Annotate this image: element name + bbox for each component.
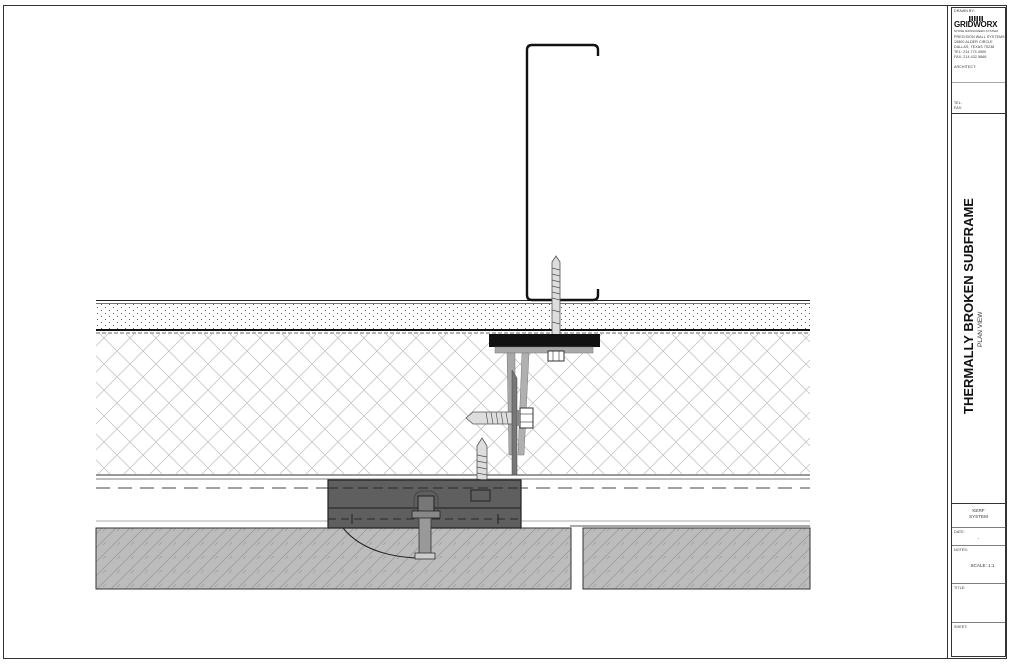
sheet-title-wrap: THERMALLY BROKEN SUBFRAME [961,198,976,414]
sheet-title: THERMALLY BROKEN SUBFRAME [961,198,976,414]
address-line-4: TEL: 214.774.4900 [954,50,987,54]
address-line-1: PRECISION WALL SYSTEMS [954,35,1005,39]
title-label: TITLE: [954,586,966,590]
address-line-2: 10800 ALDER CIRCLE [954,40,993,44]
date-label: DATE: [954,530,965,534]
sheet-subtitle-wrap: PLAN VIEW [977,312,984,347]
sheet-border [3,5,1007,659]
kerf-clip [342,490,441,560]
sheathing-layer [96,300,810,334]
title-block: DRAWN BY: GRIDWORX STONE RAINSCREEN SYST… [951,7,1006,658]
stone-panel-right [582,527,811,590]
architect-label: ARCHITECT: [954,65,977,69]
company-logo-icon [969,16,983,21]
company-tagline: STONE RAINSCREEN SYSTEM [954,29,998,33]
scale-value: SCALE: 1:1 [970,563,995,568]
address-line-5: FAX: 214.432.5666 [954,55,987,59]
company-logo: GRIDWORX [954,20,998,29]
sheet-label: SHEET: [954,625,968,629]
fax-label: FAX: [954,106,963,110]
sheet-subtitle: PLAN VIEW [977,311,984,347]
system-line-2: SYSTEM [969,514,988,519]
bracket-screw [465,407,534,429]
drawn-by-label: DRAWN BY: [954,9,975,13]
notes-label: NOTES: [954,548,968,552]
c-channel-stud [525,43,600,302]
title-block-frame [951,7,1006,657]
insulation-layer [96,334,810,522]
thermal-isolator-pad [489,334,600,347]
stone-panel-left [95,527,572,590]
l-bracket [506,352,530,476]
system-line-1: KERF [972,508,985,513]
date-value: - [977,536,980,541]
hex-nut [547,350,565,362]
address-line-3: DALLAS, TEXAS 75238 [954,45,995,49]
tel-label: TEL: [954,101,962,105]
